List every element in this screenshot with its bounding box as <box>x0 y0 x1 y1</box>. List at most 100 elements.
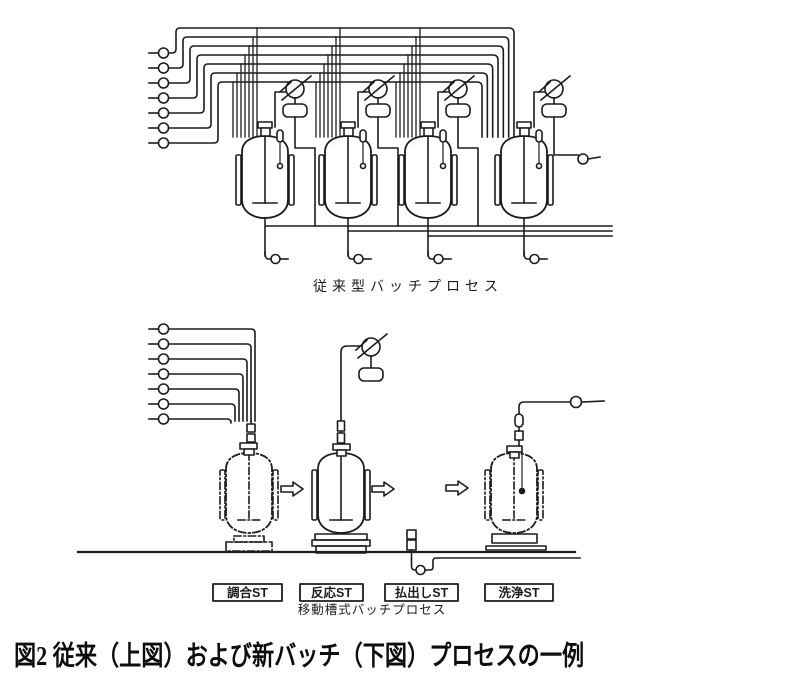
station-plate <box>491 533 538 544</box>
jacket-right <box>537 469 544 521</box>
slash-mark <box>354 338 369 352</box>
sensor-bulb <box>359 162 367 170</box>
top-fitting <box>439 129 447 143</box>
cart-base <box>225 541 273 552</box>
vapor-line <box>357 91 370 128</box>
scale-plate <box>314 533 368 541</box>
slash-mark <box>361 80 376 94</box>
feed-source-icon <box>157 92 170 104</box>
feed-line <box>168 328 256 422</box>
tank-vessel <box>317 452 365 534</box>
vapor-line <box>533 91 546 128</box>
sensor-bulb <box>439 162 447 170</box>
collection-headers <box>265 225 613 237</box>
feed-source-icon <box>157 62 170 74</box>
cart-top <box>233 535 265 543</box>
reactor-unit <box>318 74 399 265</box>
jacket-left <box>484 469 491 521</box>
pump-icon <box>415 564 426 576</box>
feed-source-icon <box>157 107 170 119</box>
feed-source-icon <box>157 368 170 380</box>
pump-icon <box>270 253 281 265</box>
top-fitting <box>359 129 367 143</box>
supply-header-line <box>168 63 494 138</box>
feed-source-icon <box>157 398 170 410</box>
slash-mark <box>443 74 476 102</box>
valve-body <box>406 539 417 551</box>
scale-plate <box>311 539 371 547</box>
overhead-line <box>340 345 364 445</box>
jacket-right <box>371 154 378 206</box>
nozzle-cap <box>332 443 351 451</box>
reactor-units <box>235 74 601 265</box>
nozzle-cap <box>239 442 258 450</box>
feed-source-icon <box>157 353 170 365</box>
reactor-unit <box>494 74 601 265</box>
mobile-tank-stations <box>76 332 605 576</box>
station-label: 調合ST <box>227 585 268 600</box>
top-fitting <box>535 129 543 143</box>
supply-header-line <box>168 54 499 138</box>
outlet-elbow <box>264 251 272 260</box>
nozzle-cap <box>257 121 273 129</box>
label-box <box>484 583 554 602</box>
line-coupling <box>514 430 524 441</box>
vapor-line <box>274 91 287 128</box>
jacket-left <box>219 469 226 521</box>
nozzle-neck <box>260 127 271 137</box>
pump-icon <box>433 253 444 265</box>
vapor-line <box>437 91 450 128</box>
nozzle-neck <box>343 127 354 137</box>
supply-header-line <box>168 45 505 138</box>
feed-line <box>168 403 236 422</box>
mixing-station-tank <box>219 452 279 534</box>
feed-source-icon <box>157 323 170 335</box>
feed-source-icon <box>157 47 170 59</box>
nozzle-cap <box>506 445 523 453</box>
nozzle-neck <box>509 451 520 459</box>
reaction-station-tank <box>311 452 371 534</box>
receiver-pot <box>282 103 308 118</box>
station-label: 洗浄ST <box>499 585 540 600</box>
nozzle-cap <box>340 121 356 129</box>
station-label: 払出しST <box>395 585 449 600</box>
supply-header-line <box>168 36 510 138</box>
outlet-elbow <box>523 251 531 260</box>
valve-body <box>406 529 417 540</box>
pump-icon <box>577 153 589 165</box>
jacket-left <box>235 154 242 206</box>
hose-coupling <box>246 433 256 443</box>
receiver-pot <box>445 103 471 118</box>
feed-source-icon <box>157 338 170 350</box>
top-diagram-caption: 従来型バッチプロセス <box>313 278 503 294</box>
bottom-diagram-caption: 移動槽式バッチプロセス <box>298 603 447 617</box>
feed-line <box>168 373 244 422</box>
slash-mark <box>363 74 396 102</box>
label-box <box>384 583 459 602</box>
jacket-left <box>494 154 501 206</box>
wash-tail <box>581 400 605 403</box>
receiver-pot <box>365 103 391 118</box>
nozzle-neck <box>423 127 434 137</box>
jacket-left <box>318 154 325 206</box>
reactor-unit <box>398 74 479 265</box>
nozzle-cap <box>516 121 532 129</box>
top-process-diagram: 従来型バッチプロセス <box>148 27 613 294</box>
jacket-left <box>398 154 405 206</box>
nozzle-neck <box>336 449 347 457</box>
supply-header-line <box>168 72 489 138</box>
jacket-left <box>311 469 318 521</box>
slash-mark <box>356 332 389 360</box>
nozzle-neck <box>243 448 255 456</box>
sensor-bulb <box>276 162 284 170</box>
feed-drop-bundles <box>232 27 421 138</box>
drain-pipe <box>410 549 417 571</box>
feed-source-lines-bottom <box>148 323 256 425</box>
station-label-box-washing: 洗浄ST <box>484 583 554 602</box>
discharge-line <box>553 116 579 156</box>
feed-source-icon <box>157 413 170 425</box>
supply-header-line <box>168 27 515 138</box>
slash-mark <box>537 80 552 94</box>
pump-icon <box>529 253 540 265</box>
receiver-pot <box>541 103 567 118</box>
